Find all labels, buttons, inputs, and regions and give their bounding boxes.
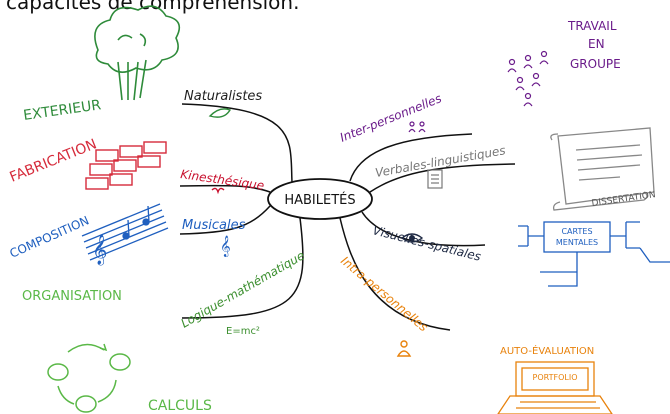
mind-map-icon <box>518 221 670 287</box>
laptop-icon <box>497 361 613 414</box>
music-staff-icon <box>81 203 169 261</box>
branch-label-logique: Logique-mathématique <box>179 248 308 330</box>
cartes-label-1: CARTES <box>561 227 592 236</box>
people-small-icon <box>408 121 426 133</box>
branch-label-verbales: Verbales-linguistiques <box>374 143 507 180</box>
clef-icon: 𝄞 <box>220 236 231 257</box>
branch-line-inter <box>349 133 473 182</box>
cartes-label-2: MENTALES <box>556 238 598 247</box>
center-node: HABILETÉS <box>267 178 373 220</box>
branch-line-visuelles <box>361 211 486 247</box>
branch-label-musicales: Musicales <box>182 218 246 233</box>
composition-label: COMPOSITION <box>8 213 92 260</box>
bricks-icon <box>85 141 167 190</box>
dissertation-label: DISSERTATION <box>591 190 656 209</box>
travail-label-3: GROUPE <box>570 57 621 71</box>
travail-label-1: TRAVAIL <box>567 19 617 33</box>
leaf-icon <box>208 108 232 118</box>
travail-label-2: EN <box>588 37 605 51</box>
formula-label: E=mc² <box>226 326 260 337</box>
branch-line-naturalistes <box>181 103 293 183</box>
cycle-icon <box>47 343 131 413</box>
treble-clef-icon: 𝄞 <box>92 234 107 266</box>
group-people-icon <box>507 50 549 107</box>
branch-line-verbales <box>369 163 516 193</box>
branch-line-logique <box>181 217 304 319</box>
scroll-icon <box>550 127 655 211</box>
center-label: HABILETÉS <box>284 192 355 208</box>
branch-label-visuelles: Visuelles-spatiales <box>371 223 482 263</box>
exterieur-label: EXTERIEUR <box>22 97 102 124</box>
person-icon <box>396 340 412 357</box>
branch-line-kinesthesique <box>179 184 271 193</box>
branch-label-naturalistes: Naturalistes <box>184 89 262 104</box>
branch-label-intra: Intra-personnelles <box>338 254 430 335</box>
branch-line-musicales <box>179 205 271 235</box>
document-icon <box>427 169 443 189</box>
branch-line-intra <box>339 217 451 331</box>
kinesthesique-icon <box>211 187 225 195</box>
auto-evaluation-label: AUTO-ÉVALUATION <box>500 344 594 357</box>
tree-icon <box>94 5 181 101</box>
branch-label-inter: Inter-personnelles <box>338 91 444 145</box>
portfolio-label: PORTFOLIO <box>533 373 578 382</box>
eye-icon <box>400 233 424 243</box>
calculs-label: CALCULS <box>148 398 212 414</box>
organisation-label: ORGANISATION <box>22 289 122 304</box>
